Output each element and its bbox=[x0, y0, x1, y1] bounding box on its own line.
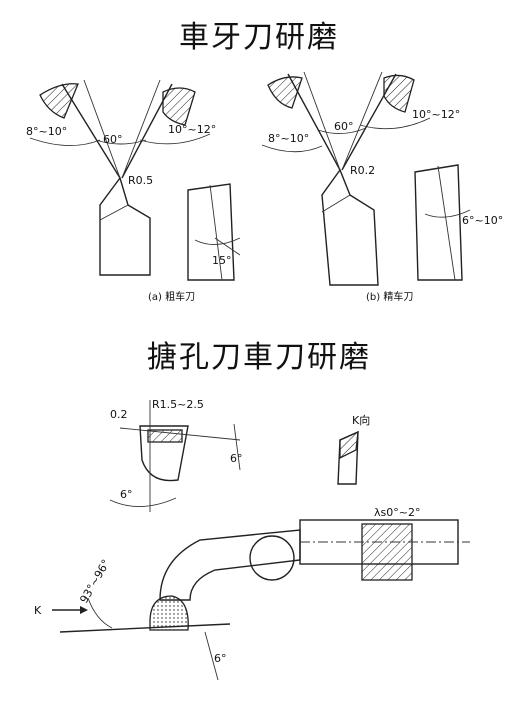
boring-tool-title: 搪孔刀車刀研磨 bbox=[147, 340, 371, 375]
finish-left-profile bbox=[267, 76, 303, 109]
boring-top-hatch bbox=[147, 429, 183, 443]
boring-holder-section bbox=[361, 523, 413, 581]
boring-offset-label: 0.2 bbox=[110, 408, 128, 421]
boring-tool: 0.2 R1.5~2.5 6° 6° K向 λs0°~2° K 93°~96° … bbox=[34, 398, 470, 681]
rough-caption: (a) 粗车刀 bbox=[148, 290, 195, 303]
finish-caption: (b) 精车刀 bbox=[366, 290, 413, 303]
rough-right-angle-label: 10°~12° bbox=[168, 123, 216, 136]
finish-tool-body bbox=[321, 168, 379, 286]
rough-thread-tool: 8°~10° 60° 10°~12° R0.5 15° (a) 粗车刀 bbox=[26, 79, 241, 303]
boring-radius-label: R1.5~2.5 bbox=[152, 398, 204, 411]
boring-clearance-angle-label: 6° bbox=[120, 488, 133, 501]
boring-lead-angle-label: 93°~96° bbox=[77, 557, 112, 605]
boring-bottom-angle-label: 6° bbox=[214, 652, 227, 665]
finish-tip-angle-label: 60° bbox=[334, 120, 354, 133]
finish-side-view bbox=[414, 164, 463, 281]
boring-view-label: K向 bbox=[352, 413, 370, 427]
finish-radius-label: R0.2 bbox=[350, 164, 375, 177]
rough-side-view bbox=[187, 183, 235, 281]
rough-left-profile bbox=[39, 83, 79, 119]
thread-tool-title: 車牙刀研磨 bbox=[179, 20, 339, 55]
rough-left-angle-label: 8°~10° bbox=[26, 125, 67, 138]
rough-side-angle-label: 15° bbox=[212, 254, 232, 267]
rough-radius-label: R0.5 bbox=[128, 174, 153, 187]
rough-tool-body bbox=[99, 176, 151, 276]
boring-small-angle-label: 6° bbox=[230, 452, 243, 465]
boring-lambda-label: λs0°~2° bbox=[374, 506, 420, 519]
finish-side-angle-label: 6°~10° bbox=[462, 214, 503, 227]
boring-shank-section bbox=[249, 535, 295, 581]
finish-right-profile bbox=[383, 74, 415, 113]
finish-left-angle-label: 8°~10° bbox=[268, 132, 309, 145]
finish-right-angle-label: 10°~12° bbox=[412, 108, 460, 121]
rough-right-profile bbox=[162, 87, 196, 126]
rough-tip-angle-label: 60° bbox=[103, 133, 123, 146]
boring-k-arrow-label: K bbox=[34, 604, 42, 617]
boring-top-profile bbox=[139, 425, 189, 482]
boring-cutting-tip bbox=[149, 595, 189, 631]
finish-thread-tool: 8°~10° 60° 10°~12° R0.2 6°~10° (b) 精车刀 bbox=[261, 71, 503, 303]
boring-bent-shank bbox=[159, 529, 301, 601]
